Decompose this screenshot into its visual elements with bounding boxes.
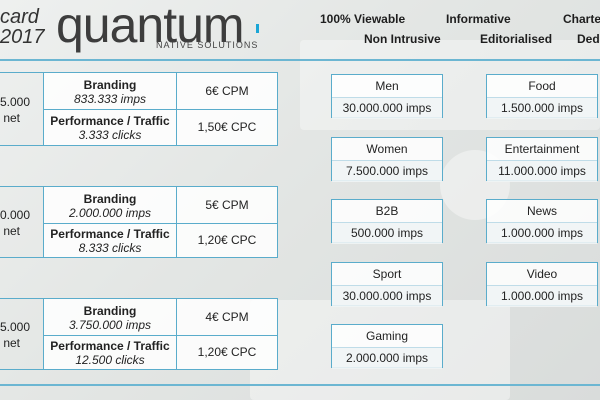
package-3-unit: net: [3, 336, 20, 350]
ratecard-title-line2: 2017: [0, 26, 45, 48]
branding-label: Branding: [83, 78, 137, 92]
category-men: Men 30.000.000 imps: [331, 74, 443, 119]
package-2-branding-price: 5€ CPM: [176, 186, 278, 224]
package-2-performance-price: 1,20€ CPC: [176, 223, 278, 258]
package-2-branding: Branding 2.000.000 imps: [43, 186, 177, 224]
package-3-performance-price: 1,20€ CPC: [176, 335, 278, 370]
package-2-left-cell: [0, 186, 44, 258]
header-divider: [0, 59, 600, 61]
category-imps: 30.000.000 imps: [332, 286, 442, 307]
package-3-value: 5.000: [0, 320, 31, 334]
package-2-value: 0.000: [0, 208, 31, 222]
category-imps: 1.000.000 imps: [487, 286, 597, 307]
category-imps: 2.000.000 imps: [332, 348, 442, 369]
package-1-value: 5.000: [0, 95, 31, 109]
category-name: News: [487, 200, 597, 223]
category-imps: 1.000.000 imps: [487, 223, 597, 244]
package-2-unit: net: [3, 224, 20, 238]
package-1-left-cell: [0, 72, 44, 146]
package-1-branding-price: 6€ CPM: [176, 72, 278, 110]
category-name: Sport: [332, 263, 442, 286]
category-name: B2B: [332, 200, 442, 223]
package-1-performance-price: 1,50€ CPC: [176, 109, 278, 146]
package-1-performance: Performance / Traffic 3.333 clicks: [43, 109, 177, 146]
tag-informative: Informative: [446, 12, 511, 26]
category-news: News 1.000.000 imps: [486, 199, 598, 244]
category-video: Video 1.000.000 imps: [486, 262, 598, 307]
performance-clicks: 3.333 clicks: [78, 128, 142, 142]
branding-label: Branding: [83, 304, 137, 318]
category-name: Food: [487, 75, 597, 98]
tag-viewable: 100% Viewable: [320, 12, 406, 26]
header: card 2017 quantum NATIVE SOLUTIONS 100% …: [0, 0, 600, 60]
category-gaming: Gaming 2.000.000 imps: [331, 324, 443, 369]
logo-accent-bar: [256, 24, 259, 33]
branding-imps: 2.000.000 imps: [68, 206, 152, 220]
package-3-left-cell: [0, 298, 44, 370]
category-name: Gaming: [332, 325, 442, 348]
branding-label: Branding: [83, 192, 137, 206]
logo-wordmark: quantum: [56, 0, 245, 53]
performance-clicks: 8.333 clicks: [78, 241, 142, 255]
category-women: Women 7.500.000 imps: [331, 137, 443, 182]
performance-label: Performance / Traffic: [50, 339, 170, 353]
tag-charter: Charte: [563, 12, 600, 26]
category-imps: 7.500.000 imps: [332, 161, 442, 182]
category-imps: 500.000 imps: [332, 223, 442, 244]
package-1-branding: Branding 833.333 imps: [43, 72, 177, 110]
performance-label: Performance / Traffic: [50, 227, 170, 241]
category-imps: 1.500.000 imps: [487, 98, 597, 119]
branding-imps: 3.750.000 imps: [68, 318, 152, 332]
footer-divider: [0, 384, 600, 386]
quantum-logo: quantum NATIVE SOLUTIONS: [56, 0, 259, 53]
branding-imps: 833.333 imps: [73, 92, 147, 106]
tag-editorialised: Editorialised: [480, 32, 553, 46]
tag-dedicated: Ded: [577, 32, 600, 46]
category-name: Video: [487, 263, 597, 286]
category-sport: Sport 30.000.000 imps: [331, 262, 443, 307]
category-name: Entertainment: [487, 138, 597, 161]
category-imps: 30.000.000 imps: [332, 98, 442, 119]
ratecard-title-line1: card: [0, 6, 39, 28]
category-name: Men: [332, 75, 442, 98]
category-b2b: B2B 500.000 imps: [331, 199, 443, 244]
category-entertainment: Entertainment 11.000.000 imps: [486, 137, 598, 182]
package-2-performance: Performance / Traffic 8.333 clicks: [43, 223, 177, 258]
category-name: Women: [332, 138, 442, 161]
package-3-branding-price: 4€ CPM: [176, 298, 278, 336]
logo-subtitle: NATIVE SOLUTIONS: [156, 40, 259, 50]
package-1-unit: net: [3, 111, 20, 125]
package-3-branding: Branding 3.750.000 imps: [43, 298, 177, 336]
tag-non-intrusive: Non Intrusive: [364, 32, 441, 46]
performance-clicks: 12.500 clicks: [75, 353, 145, 367]
package-3-performance: Performance / Traffic 12.500 clicks: [43, 335, 177, 370]
category-imps: 11.000.000 imps: [487, 161, 597, 182]
performance-label: Performance / Traffic: [50, 114, 170, 128]
category-food: Food 1.500.000 imps: [486, 74, 598, 119]
